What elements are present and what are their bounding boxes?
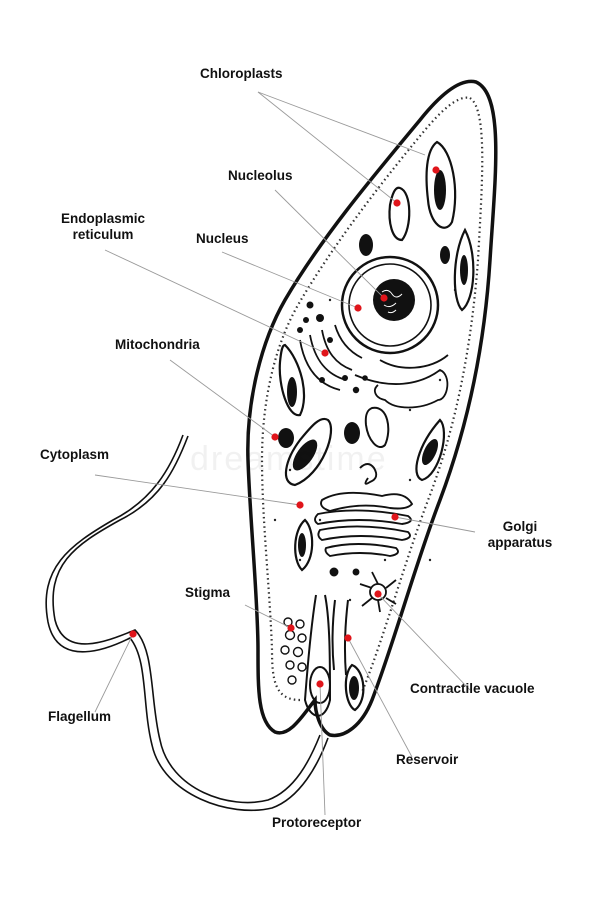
chloroplast <box>388 186 411 242</box>
chloroplast <box>415 418 445 482</box>
nucleolus <box>373 279 415 321</box>
reservoir <box>303 594 349 717</box>
flagellum <box>45 434 329 812</box>
golgi-apparatus <box>314 463 414 577</box>
mitochondrion <box>344 422 360 444</box>
paramylon-body <box>364 406 390 448</box>
pellicle-stipple <box>260 96 484 702</box>
marker-nucleolus <box>380 294 388 302</box>
label-golgi-line1: Golgi <box>502 519 538 534</box>
label-chloroplasts: Chloroplasts <box>200 66 283 81</box>
marker-mitochondria <box>271 433 279 441</box>
chloroplast <box>425 140 457 229</box>
label-flagellum: Flagellum <box>48 709 112 724</box>
leader-lines <box>94 91 476 816</box>
chloroplast <box>440 246 450 264</box>
marker-er <box>321 349 329 357</box>
label-photoreceptor: Protoreceptor <box>272 815 362 830</box>
marker-golgi <box>391 513 399 521</box>
marker-photoreceptor <box>316 680 324 688</box>
endoplasmic-reticulum <box>299 324 449 409</box>
marker-stigma <box>287 624 295 632</box>
chloroplast <box>278 428 294 448</box>
marker-flagellum <box>129 630 137 638</box>
marker-cytoplasm <box>296 501 304 509</box>
marker-reservoir <box>344 634 352 642</box>
label-stigma: Stigma <box>185 585 231 600</box>
label-nucleolus: Nucleolus <box>228 168 293 183</box>
ribosomes <box>297 301 368 394</box>
chloroplast <box>294 518 314 572</box>
chloroplasts <box>278 140 475 712</box>
marker-chloroplast <box>432 166 440 174</box>
chloroplast <box>278 343 305 417</box>
label-er-line2: reticulum <box>72 227 134 242</box>
label-reservoir: Reservoir <box>396 752 459 767</box>
label-mitochondria: Mitochondria <box>115 337 200 352</box>
chloroplast <box>344 663 365 712</box>
chloroplast <box>284 417 333 487</box>
marker-nucleus <box>354 304 362 312</box>
watermark: dreamstime <box>190 440 388 478</box>
label-golgi-apparatus: Golgi apparatus <box>470 519 570 551</box>
label-golgi-line2: apparatus <box>487 535 553 550</box>
label-markers <box>129 166 440 688</box>
label-nucleus: Nucleus <box>196 231 249 246</box>
marker-chloroplast <box>393 199 401 207</box>
cell-membrane <box>246 79 498 738</box>
label-er-line1: Endoplasmic <box>60 211 146 226</box>
label-endoplasmic-reticulum: Endoplasmic reticulum <box>48 211 158 243</box>
contractile-vacuole <box>359 571 397 613</box>
label-contractile-vacuole: Contractile vacuole <box>410 681 535 696</box>
marker-contractile-vacuole <box>374 590 382 598</box>
stigma-granules <box>280 617 307 685</box>
chloroplast <box>453 227 475 312</box>
chloroplast <box>359 234 373 256</box>
label-cytoplasm: Cytoplasm <box>40 447 110 462</box>
nucleus <box>340 255 440 355</box>
flagellum <box>52 435 321 804</box>
